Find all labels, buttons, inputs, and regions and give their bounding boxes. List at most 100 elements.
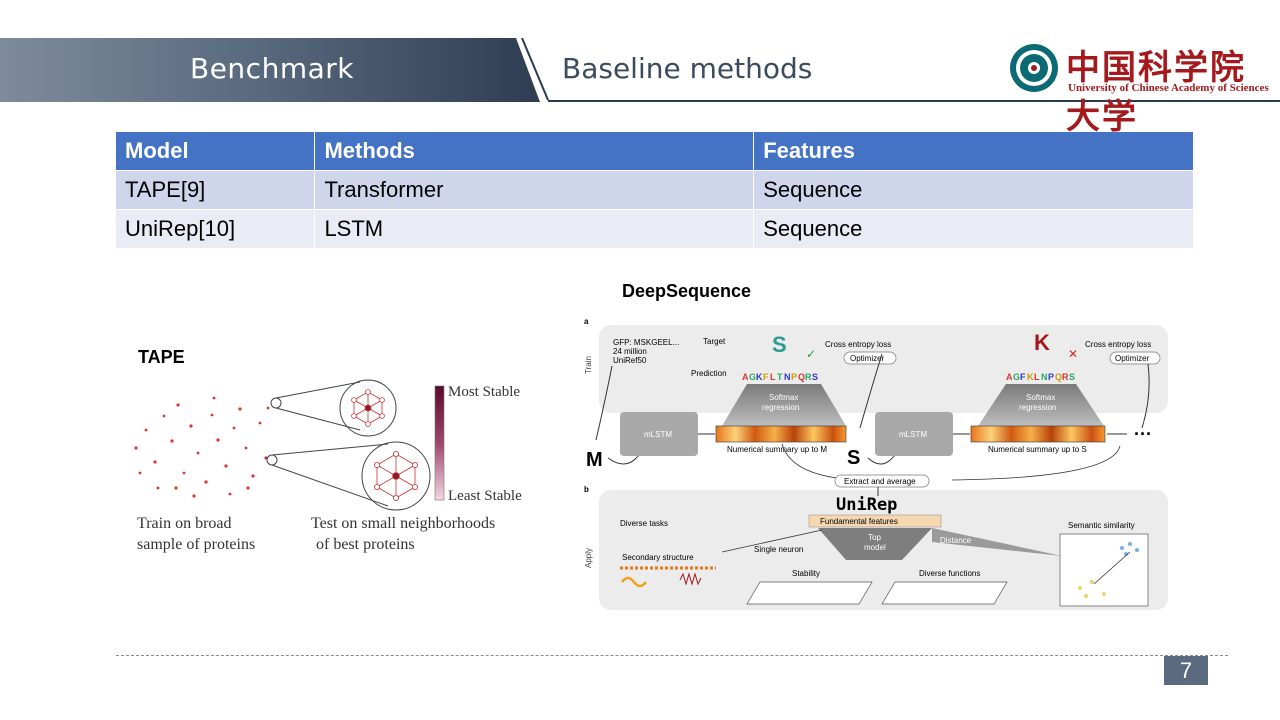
target-label: Target xyxy=(703,337,726,346)
token-s: S xyxy=(847,447,860,469)
softmax-label-2b: regression xyxy=(1019,403,1056,412)
svg-text:K: K xyxy=(756,372,763,382)
caption-line: of best proteins xyxy=(316,536,415,553)
stability-plane xyxy=(746,581,873,605)
header-slash-divider xyxy=(521,38,549,101)
summary-s-label: Numerical summary up to S xyxy=(988,445,1087,454)
header-band xyxy=(0,38,540,102)
optimizer-box-1 xyxy=(843,351,897,365)
cell-model: TAPE[9] xyxy=(116,170,316,210)
svg-text:R: R xyxy=(1062,372,1069,382)
softmax-label-1b: regression xyxy=(762,403,799,412)
hidden-state-bar-1 xyxy=(715,425,847,443)
apply-label: Apply xyxy=(584,548,593,568)
fundamental-features-label: Fundamental features xyxy=(820,517,898,526)
extract-box xyxy=(834,474,930,488)
prediction-label: Prediction xyxy=(691,369,727,378)
logo-english-name: University of Chinese Academy of Science… xyxy=(1068,82,1269,94)
large-neighborhood-graph xyxy=(373,451,418,502)
column-header-features: Features xyxy=(753,132,1194,171)
top-model-funnel xyxy=(818,528,932,560)
softmax-label-2a: Softmax xyxy=(1026,393,1055,402)
unirep-title: UniRep xyxy=(836,495,897,515)
svg-text:L: L xyxy=(1034,372,1040,382)
column-header-methods: Methods xyxy=(314,132,755,171)
slide-subtitle: Baseline methods xyxy=(562,52,813,85)
top-model-label-2: model xyxy=(864,543,886,552)
softmax-funnel-2 xyxy=(978,384,1104,426)
secondary-structure-label: Secondary structure xyxy=(622,553,694,562)
most-stable-label: Most Stable xyxy=(448,384,520,400)
column-header-model: Model xyxy=(116,132,316,171)
optimizer-box-2 xyxy=(1109,351,1161,365)
checkmark-icon: ✓ xyxy=(806,347,816,361)
tape-illustration: Most Stable Least Stable xyxy=(134,379,522,511)
cell-methods: LSTM xyxy=(314,209,755,249)
fundamental-features-bar xyxy=(808,514,942,528)
token-s-arrow xyxy=(867,455,895,465)
token-m-arrow xyxy=(607,455,639,465)
svg-text:S: S xyxy=(812,372,818,382)
svg-text:F: F xyxy=(763,372,769,382)
cell-features: Sequence xyxy=(753,209,1194,249)
header-underline xyxy=(548,100,1280,102)
section-title: Benchmark xyxy=(190,52,354,85)
svg-text:S: S xyxy=(1069,372,1075,382)
table-row: TAPE[9] Transformer Sequence xyxy=(116,170,1194,210)
panel-a-label: a xyxy=(584,317,589,326)
cell-model: UniRep[10] xyxy=(116,209,316,249)
table-header-row: Model Methods Features xyxy=(116,132,1194,171)
cross-entropy-label-2: Cross entropy loss xyxy=(1085,340,1151,349)
ellipsis-label: ··· xyxy=(1134,424,1152,444)
caption-line: Train on broad xyxy=(137,515,232,532)
diverse-functions-label: Diverse functions xyxy=(919,569,980,578)
single-neuron-arrow xyxy=(721,529,823,553)
functions-plane xyxy=(881,581,1008,605)
stability-label: Stability xyxy=(792,569,820,578)
deepsequence-label: DeepSequence xyxy=(622,281,752,301)
semantic-similarity-label: Semantic similarity xyxy=(1068,521,1135,530)
hidden-state-bar-2 xyxy=(970,425,1106,443)
distance-beam xyxy=(932,528,1062,556)
svg-text:K: K xyxy=(1027,372,1034,382)
neighborhood-zoom xyxy=(266,379,431,511)
stability-colorbar xyxy=(434,385,445,501)
loss-arrow-2 xyxy=(1141,363,1150,429)
logo-chinese-name: 中国科学院大学 xyxy=(1066,48,1246,137)
semantic-similarity-points xyxy=(1078,542,1139,598)
table-row: UniRep[10] LSTM Sequence xyxy=(116,209,1194,249)
mlstm-label-2: mLSTM xyxy=(899,430,927,439)
target-s-letter: S xyxy=(772,332,787,357)
mlstm-box-2 xyxy=(875,412,953,456)
svg-text:A: A xyxy=(742,372,749,382)
small-neighborhood-graph xyxy=(351,389,385,427)
target-k-letter: K xyxy=(1034,330,1050,355)
svg-text:L: L xyxy=(770,372,776,382)
protein-sample-dots xyxy=(134,396,270,498)
gfp-arrow-icon xyxy=(595,365,613,441)
ucas-logo: 中国科学院大学 University of Chinese Academy of… xyxy=(1006,40,1276,137)
distance-label: Distance xyxy=(940,536,972,545)
single-neuron-label: Single neuron xyxy=(754,545,803,554)
tape-label: TAPE xyxy=(138,347,185,367)
footer-divider xyxy=(116,655,1228,656)
tape-caption-right: Test on small neighborhoods of best prot… xyxy=(311,513,495,555)
token-m: M xyxy=(586,449,603,471)
optimizer-label-2: Optimizer xyxy=(1115,354,1150,363)
summary-m-label: Numerical summary up to M xyxy=(727,445,827,454)
svg-text:P: P xyxy=(1048,372,1054,382)
svg-text:Q: Q xyxy=(1055,372,1062,382)
svg-text:R: R xyxy=(805,372,812,382)
loss-arrow-1 xyxy=(859,353,883,429)
cross-icon: ✕ xyxy=(1068,347,1078,361)
svg-text:T: T xyxy=(777,372,783,382)
caption-line: sample of proteins xyxy=(137,536,256,553)
panel-b-label: b xyxy=(584,485,589,494)
mlstm-label-1: mLSTM xyxy=(644,430,672,439)
softmax-funnel-1 xyxy=(722,384,846,426)
least-stable-label: Least Stable xyxy=(448,488,522,504)
mlstm-box-1 xyxy=(620,412,698,456)
top-model-label-1: Top xyxy=(868,533,881,542)
